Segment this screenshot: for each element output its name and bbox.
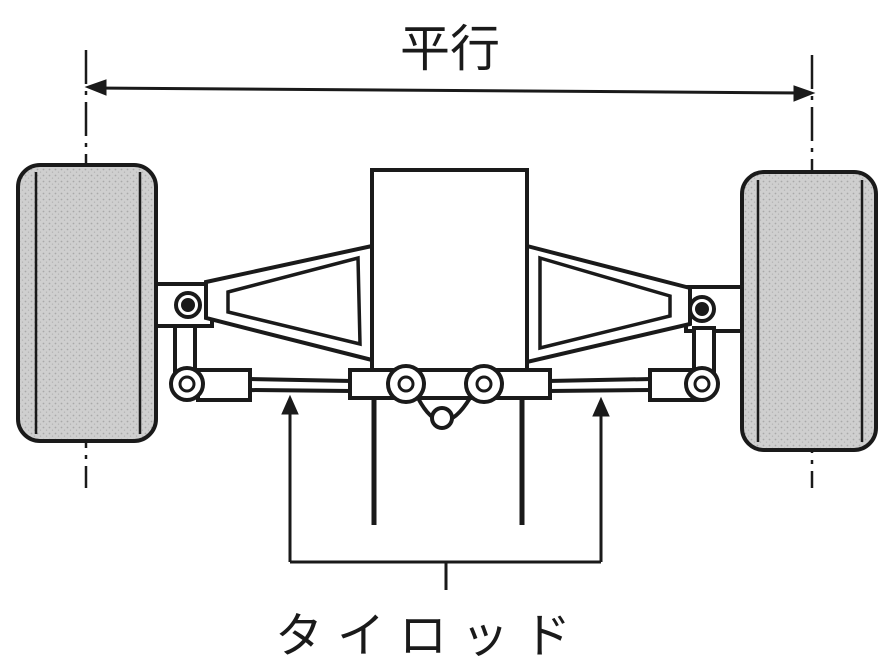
left-tire bbox=[16, 163, 158, 443]
tie-rod-label: タイロッド bbox=[275, 608, 585, 664]
dimension-arrow-right bbox=[793, 85, 816, 102]
dimension-arrow-left bbox=[84, 79, 107, 96]
right-a-arm bbox=[525, 243, 692, 365]
right-tie-rod bbox=[547, 366, 720, 402]
leader-arrow-right bbox=[592, 396, 610, 417]
steering-linkage bbox=[348, 364, 552, 430]
dimension-line bbox=[91, 86, 807, 95]
chassis-block bbox=[370, 168, 529, 377]
tie-rod-leader bbox=[281, 394, 610, 590]
right-tire bbox=[740, 170, 878, 452]
left-a-arm bbox=[204, 243, 374, 363]
width-label: 平行 bbox=[400, 20, 500, 78]
right-hub bbox=[684, 285, 744, 333]
width-dimension bbox=[84, 79, 816, 102]
left-tie-rod bbox=[169, 366, 353, 402]
left-hub bbox=[154, 282, 214, 328]
leader-arrow-left bbox=[281, 394, 299, 415]
frame-rails bbox=[371, 400, 525, 525]
